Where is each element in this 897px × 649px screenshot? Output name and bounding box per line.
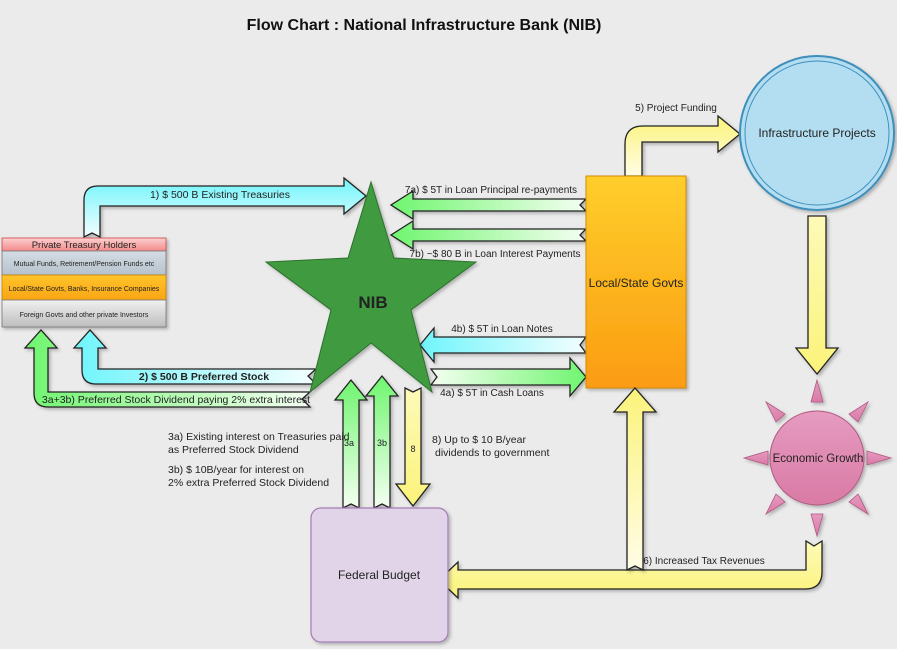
- arrow-4b-loan-notes: [419, 326, 588, 364]
- federal-budget-label: Federal Budget: [338, 568, 421, 582]
- arrow-5-label: 5) Project Funding: [635, 103, 717, 114]
- note-8-line2: dividends to government: [435, 447, 549, 459]
- treasury-row-mutual-funds: [1, 250, 167, 276]
- arrow-3b-label: 3b: [377, 438, 387, 448]
- note-3a-line1: 3a) Existing interest on Treasuries paid: [168, 431, 350, 443]
- sun-ray-n: [810, 378, 824, 403]
- sun-ray-sw: [765, 493, 786, 516]
- arrow-1-label: 1) $ 500 B Existing Treasuries: [150, 189, 290, 201]
- arrow-3a-label: 3a: [344, 438, 354, 448]
- arrow-7b-interest-payments: [389, 219, 588, 251]
- arrow-3a-up: [333, 378, 369, 510]
- arrow-4a-label: 4a) $ 5T in Cash Loans: [440, 388, 544, 399]
- arrow-1-existing-treasuries: [83, 176, 368, 239]
- local-state-govts-box[interactable]: [585, 175, 687, 389]
- treasury-row-2-label: Local/State Govts, Banks, Insurance Comp…: [9, 286, 160, 293]
- arrow-3b-up: [364, 374, 400, 510]
- private-treasury-holders[interactable]: [1, 237, 167, 328]
- arrow-6-tax-revenues: [438, 539, 823, 600]
- arrow-4a-cash-loans: [429, 356, 587, 398]
- arrow-infrastructure-to-growth: [794, 215, 840, 376]
- nib-star[interactable]: [264, 180, 478, 394]
- arrow-7a-label: 7a) $ 5T in Loan Principal re-payments: [405, 185, 577, 196]
- arrow-8-label: 8: [410, 444, 415, 454]
- sun-ray-w: [742, 450, 769, 466]
- sun-ray-e: [866, 450, 893, 466]
- infrastructure-inner-ring: [744, 60, 890, 206]
- infrastructure-projects-circle[interactable]: [739, 55, 895, 211]
- sun-ray-se: [848, 493, 869, 516]
- infrastructure-projects-label: Infrastructure Projects: [758, 126, 875, 140]
- economic-growth-label: Economic Growth: [773, 453, 864, 465]
- arrow-6-label: 6) Increased Tax Revenues: [643, 556, 765, 567]
- note-3a-line2: as Preferred Stock Dividend: [168, 444, 299, 456]
- local-state-govts-label: Local/State Govts: [589, 276, 684, 290]
- arrow-7a-principal-repayments: [389, 189, 588, 221]
- note-3b-line2: 2% extra Preferred Stock Dividend: [168, 477, 329, 489]
- sun-ray-nw: [765, 400, 786, 423]
- chart-title: Flow Chart : National Infrastructure Ban…: [247, 17, 602, 34]
- treasury-row-1-label: Mutual Funds, Retirement/Pension Funds e…: [14, 261, 155, 268]
- economic-growth-sun[interactable]: [742, 378, 893, 538]
- arrow-2-label: 2) $ 500 B Preferred Stock: [139, 371, 269, 383]
- treasury-row-foreign: [1, 299, 167, 328]
- arrow-3ab-label: 3a+3b) Preferred Stock Dividend paying 2…: [42, 394, 310, 406]
- sun-ray-ne: [848, 400, 869, 423]
- note-3b-line1: 3b) $ 10B/year for interest on: [168, 464, 304, 476]
- note-8-line1: 8) Up to $ 10 B/year: [432, 434, 526, 446]
- treasury-row-3-label: Foreign Govts and other private Investor…: [20, 312, 149, 319]
- arrow-tax-to-local-state: [612, 387, 658, 572]
- arrow-8-down: [394, 386, 432, 508]
- arrow-5-project-funding: [624, 114, 742, 177]
- arrow-7b-label: 7b) ~$ 80 B in Loan Interest Payments: [410, 249, 581, 260]
- arrow-2-preferred-stock: [72, 329, 318, 385]
- sun-core: [769, 410, 865, 506]
- treasury-holders-header-label: Private Treasury Holders: [32, 240, 137, 251]
- arrow-3ab-dividend: [23, 329, 312, 408]
- federal-budget-box[interactable]: [310, 507, 449, 643]
- nib-label: NIB: [358, 293, 387, 312]
- treasury-row-local-state: [1, 274, 167, 301]
- sun-ray-s: [810, 513, 824, 538]
- arrow-4b-label: 4b) $ 5T in Loan Notes: [451, 324, 553, 335]
